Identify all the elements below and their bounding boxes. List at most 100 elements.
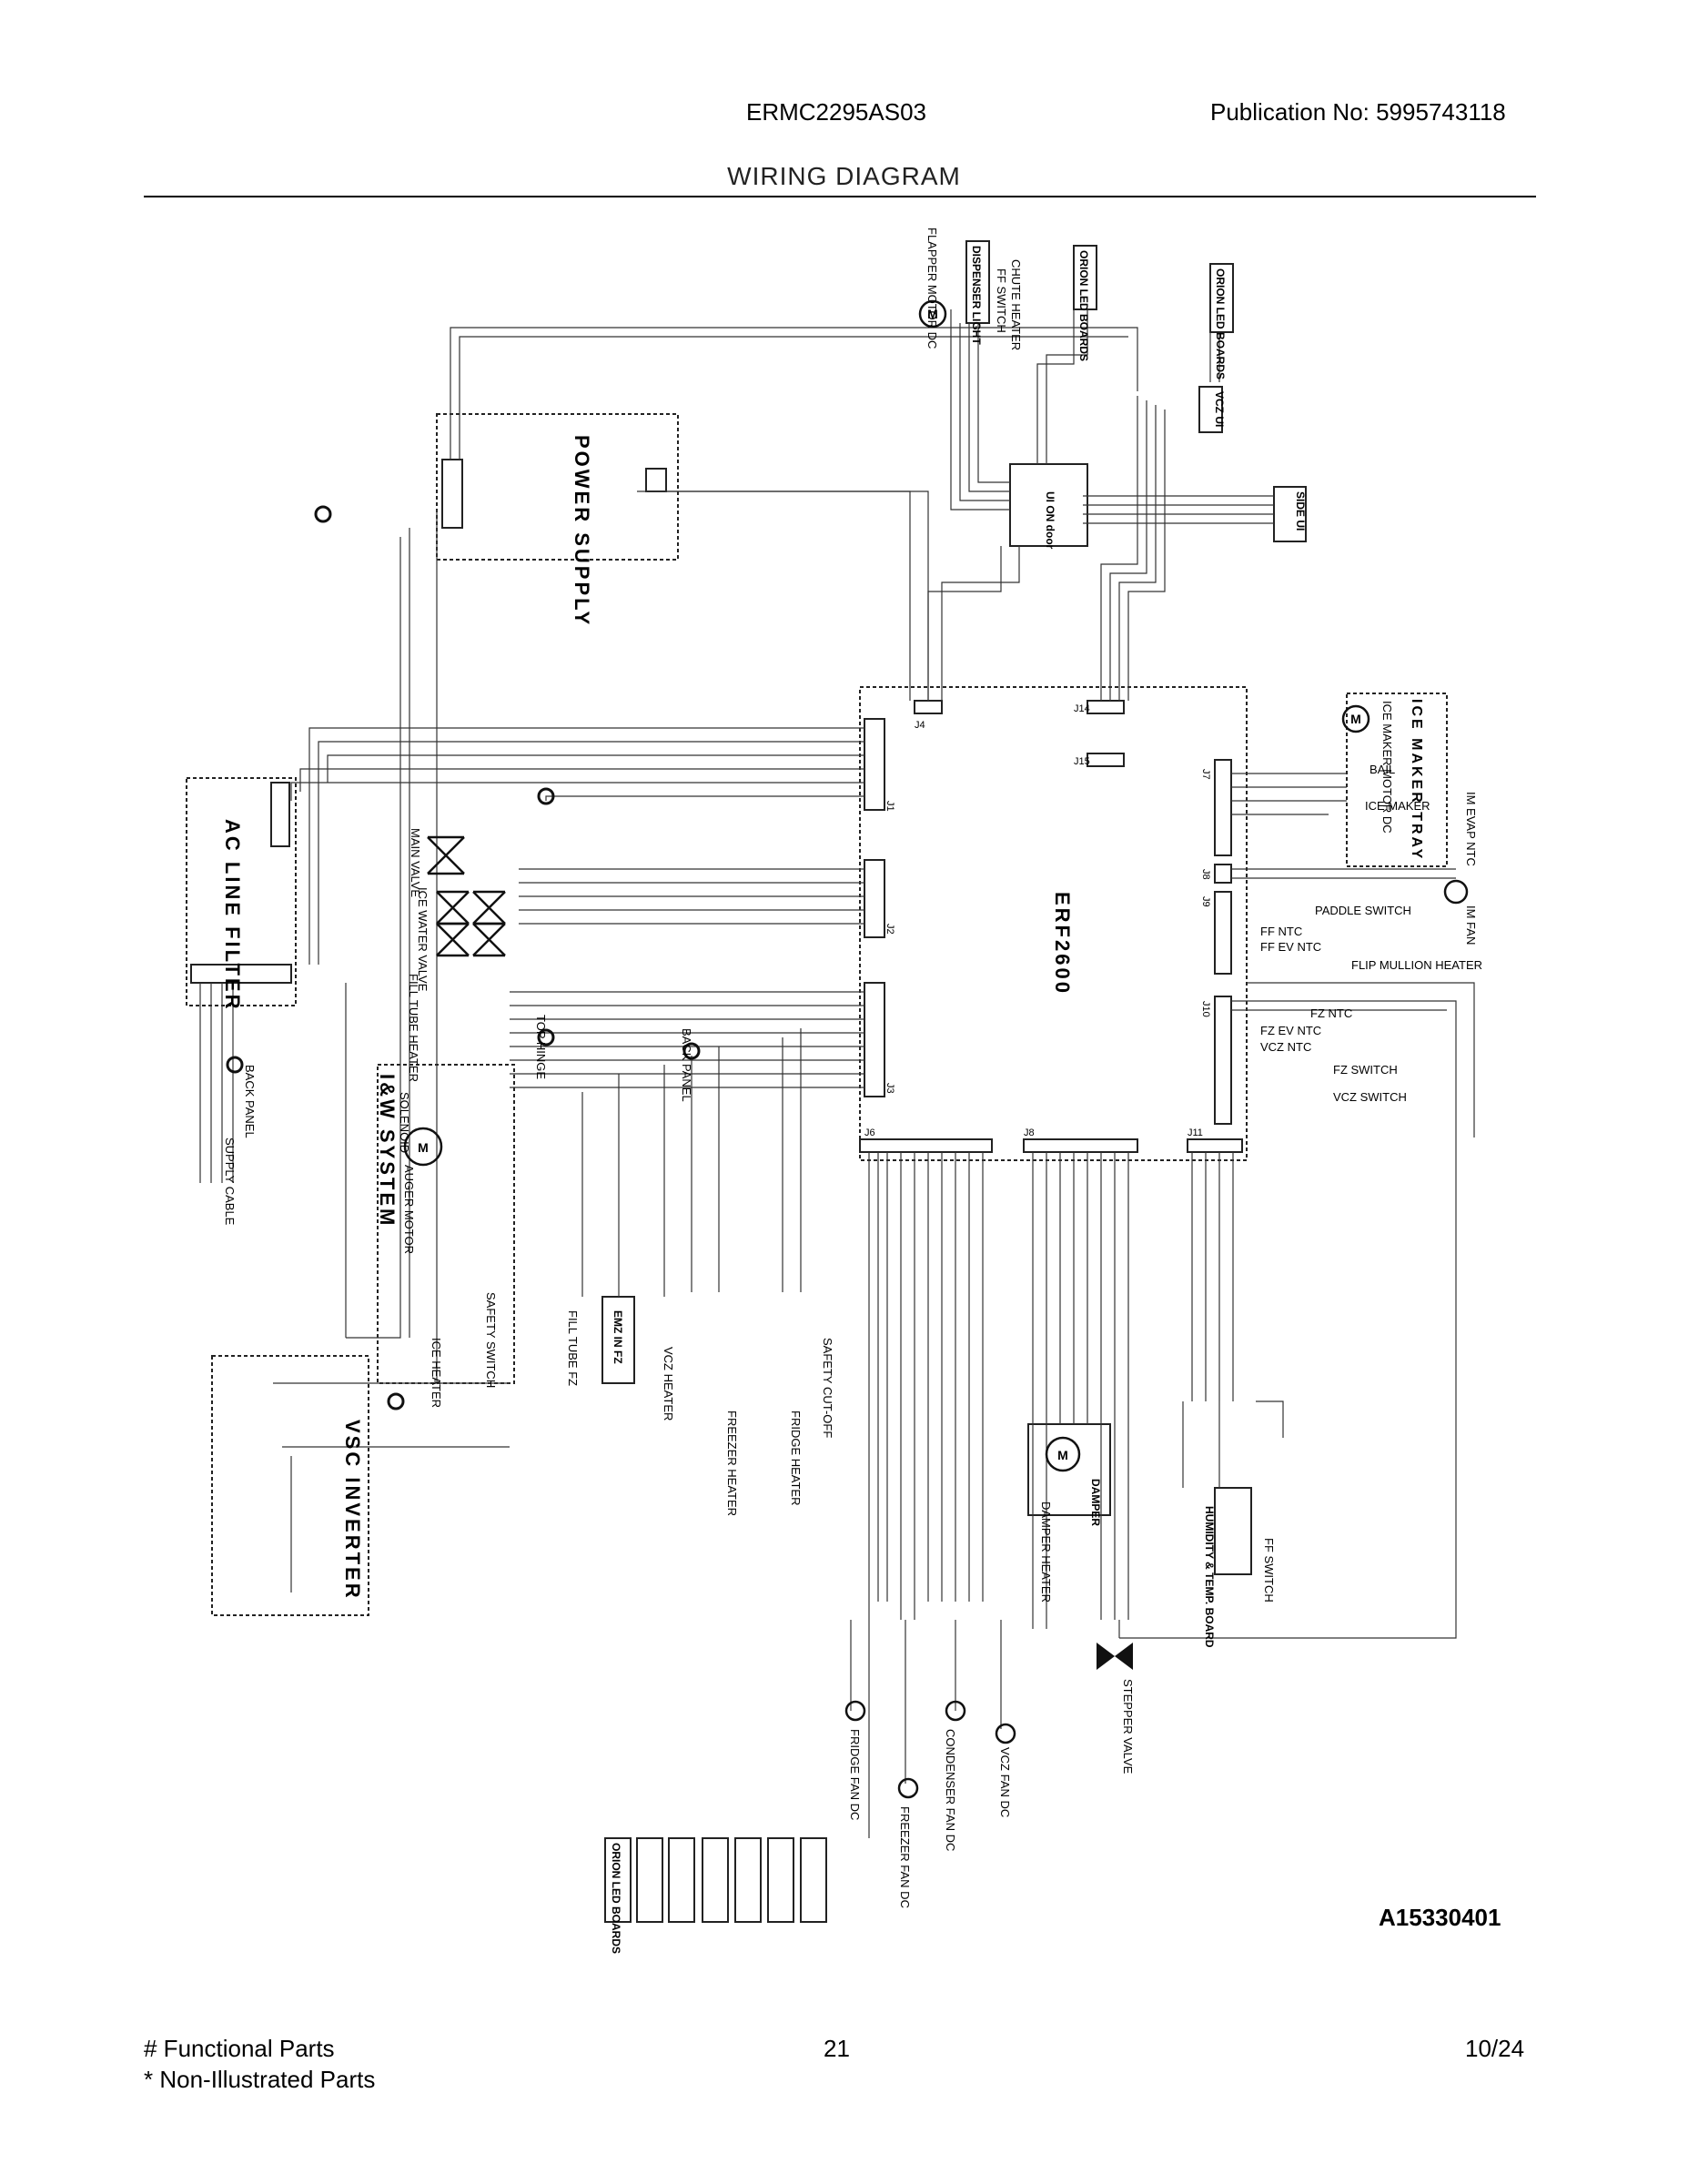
humidity-board-box (1214, 1487, 1252, 1575)
back-panel-2-label: BACK PANEL (680, 1028, 693, 1102)
j8b-connector (1023, 1138, 1138, 1153)
svg-text:M: M (418, 1140, 429, 1155)
ff-ntc-label: FF NTC (1260, 925, 1302, 938)
fill-tube-fz-label: FILL TUBE FZ (566, 1310, 580, 1386)
j2-connector (864, 859, 885, 938)
vsc-inverter-box (211, 1355, 369, 1616)
stepper-valve-label: STEPPER VALVE (1121, 1679, 1135, 1774)
diagram-code: A15330401 (1379, 1904, 1501, 1931)
vcz-ui-box (1198, 386, 1223, 433)
ff-ev-ntc-label: FF EV NTC (1260, 940, 1321, 954)
chute-heater-label: CHUTE HEATER (1009, 259, 1023, 350)
dispenser-light-label: DISPENSER LIGHT (970, 246, 983, 345)
j4-label: J4 (915, 720, 925, 731)
j1-connector (864, 718, 885, 811)
power-supply-box (436, 413, 679, 561)
ice-water-valve-label: ICE WATER VALVE (416, 887, 430, 992)
humidity-board-label: HUMIDITY & TEMP. BOARD (1203, 1506, 1216, 1648)
fill-tube-heater-label: FILL TUBE HEATER (407, 974, 420, 1082)
svg-text:M: M (1057, 1448, 1068, 1462)
main-board-box (859, 686, 1248, 1161)
supply-cable-label: SUPPLY CABLE (223, 1138, 237, 1226)
j3-connector (864, 982, 885, 1097)
fridge-heater-label: FRIDGE HEATER (789, 1410, 803, 1506)
emz-label: EMZ IN FZ (612, 1310, 624, 1364)
paddle-switch-label: PADDLE SWITCH (1315, 904, 1411, 917)
j14-connector (1087, 700, 1125, 714)
vcz-switch-label: VCZ SWITCH (1333, 1090, 1407, 1104)
power-supply-label: POWER SUPPLY (571, 435, 593, 627)
im-evap-ntc-label: IM EVAP NTC (1464, 792, 1478, 866)
top-hinge-label: TOP HINGE (534, 1015, 548, 1079)
j9-connector (1214, 891, 1232, 975)
led-board-bottom-3 (668, 1837, 695, 1923)
svg-text:M: M (1350, 712, 1361, 726)
auger-motor-label: AUGER MOTOR (402, 1165, 416, 1254)
j11-connector (1187, 1138, 1243, 1153)
date: 10/24 (1465, 2035, 1525, 2062)
fridge-fan-label: FRIDGE FAN DC (848, 1729, 862, 1820)
j7-connector (1214, 759, 1232, 856)
flip-mullion-label: FLIP MULLION HEATER (1351, 958, 1482, 972)
j11-label: J11 (1188, 1127, 1203, 1138)
fz-ev-ntc-label: FZ EV NTC (1260, 1024, 1321, 1037)
led-board-bottom-5 (734, 1837, 762, 1923)
led-boards-right-label: ORION LED BOARDS (1214, 268, 1227, 379)
led-board-bottom-4 (702, 1837, 729, 1923)
vcz-ntc-label: VCZ NTC (1260, 1040, 1311, 1054)
j6-connector (859, 1138, 993, 1153)
condenser-fan-label: CONDENSER FAN DC (944, 1729, 957, 1851)
freezer-heater-label: FREEZER HEATER (725, 1410, 739, 1516)
j15-label: J15 (1074, 756, 1090, 767)
j4-connector (914, 700, 943, 714)
functional-parts-note: # Functional Parts (144, 2035, 335, 2062)
fz-ntc-label: FZ NTC (1310, 1006, 1352, 1020)
stepper-valve-symbol (1097, 1643, 1133, 1670)
led-board-bottom-7 (800, 1837, 827, 1923)
ice-heater-label: ICE HEATER (430, 1338, 443, 1408)
ui-label: UI ON door (1044, 491, 1056, 550)
led-board-top-1 (1073, 245, 1097, 310)
page-title: WIRING DIAGRAM (727, 162, 961, 190)
j3-label: J3 (884, 1083, 895, 1094)
j8b-label: J8 (1024, 1127, 1035, 1138)
iw-system-label: I&W SYSTEM (376, 1074, 399, 1228)
j2-label: J2 (884, 924, 895, 935)
ff-switch-label: FF SWITCH (1262, 1538, 1276, 1603)
im-fan-label: IM FAN (1464, 905, 1478, 945)
back-panel-label: BACK PANEL (243, 1065, 257, 1138)
j1-label: J1 (884, 801, 895, 812)
led-board-bottom-6 (767, 1837, 794, 1923)
main-board-label: ERF2600 (1051, 892, 1074, 996)
damper-heater-label: DAMPER HEATER (1039, 1502, 1053, 1603)
ice-maker-tray-box (1346, 693, 1448, 867)
ice-maker-motor-label: ICE MAKER MOTOR DC (1380, 701, 1394, 834)
led-boards-bottom-label: ORION LED BOARDS (610, 1843, 622, 1954)
main-valve-label: MAIN VALVE (409, 828, 422, 897)
model-number: ERMC2295AS03 (746, 98, 926, 126)
bail-label: BAIL (1370, 763, 1395, 776)
led-board-top-2 (1209, 263, 1234, 333)
flapper-motor-label: FLAPPER MOTOR DC (925, 228, 939, 349)
vcz-fan-label: VCZ FAN DC (998, 1747, 1012, 1817)
vcz-heater-label: VCZ HEATER (662, 1347, 675, 1421)
vsc-inverter-label: VSC INVERTER (341, 1420, 364, 1601)
svg-text:M: M (927, 307, 938, 321)
j15-connector (1087, 753, 1125, 767)
ice-maker-tray-label: ICE MAKER TRAY (1409, 699, 1424, 861)
filter-j3 (270, 782, 290, 847)
publication-number: Publication No: 5995743118 (1210, 98, 1506, 126)
led-boards-top-label: ORION LED BOARDS (1077, 250, 1090, 361)
ac-line-filter-label: AC LINE FILTER (221, 819, 244, 1011)
solenoid-label: SOLENOID (398, 1092, 411, 1153)
j8-label: J8 (1200, 869, 1211, 880)
freezer-fan-label: FREEZER FAN DC (898, 1806, 912, 1908)
power-j2 (645, 468, 667, 492)
vcz-ui-label: VCZ UI (1213, 391, 1226, 427)
non-illustrated-note: * Non-Illustrated Parts (144, 2066, 376, 2093)
side-ui-label: SIDE UI (1294, 491, 1307, 531)
led-board-bottom-1 (604, 1837, 632, 1923)
j10-label: J10 (1200, 1001, 1211, 1017)
page-number: 21 (824, 2035, 850, 2062)
